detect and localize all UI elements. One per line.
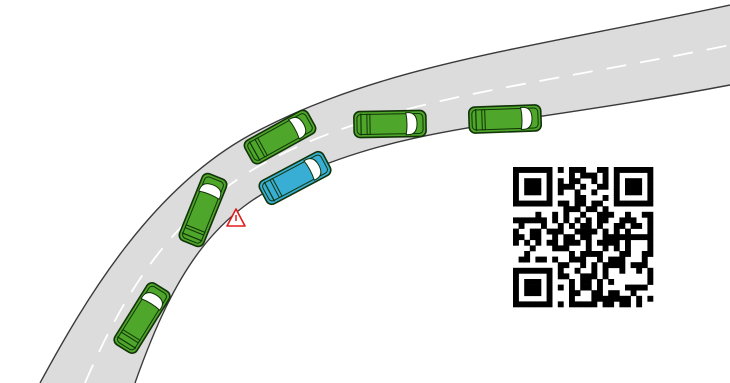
qr-code-icon [510,164,656,310]
green-car [469,105,542,133]
green-car [354,110,426,137]
